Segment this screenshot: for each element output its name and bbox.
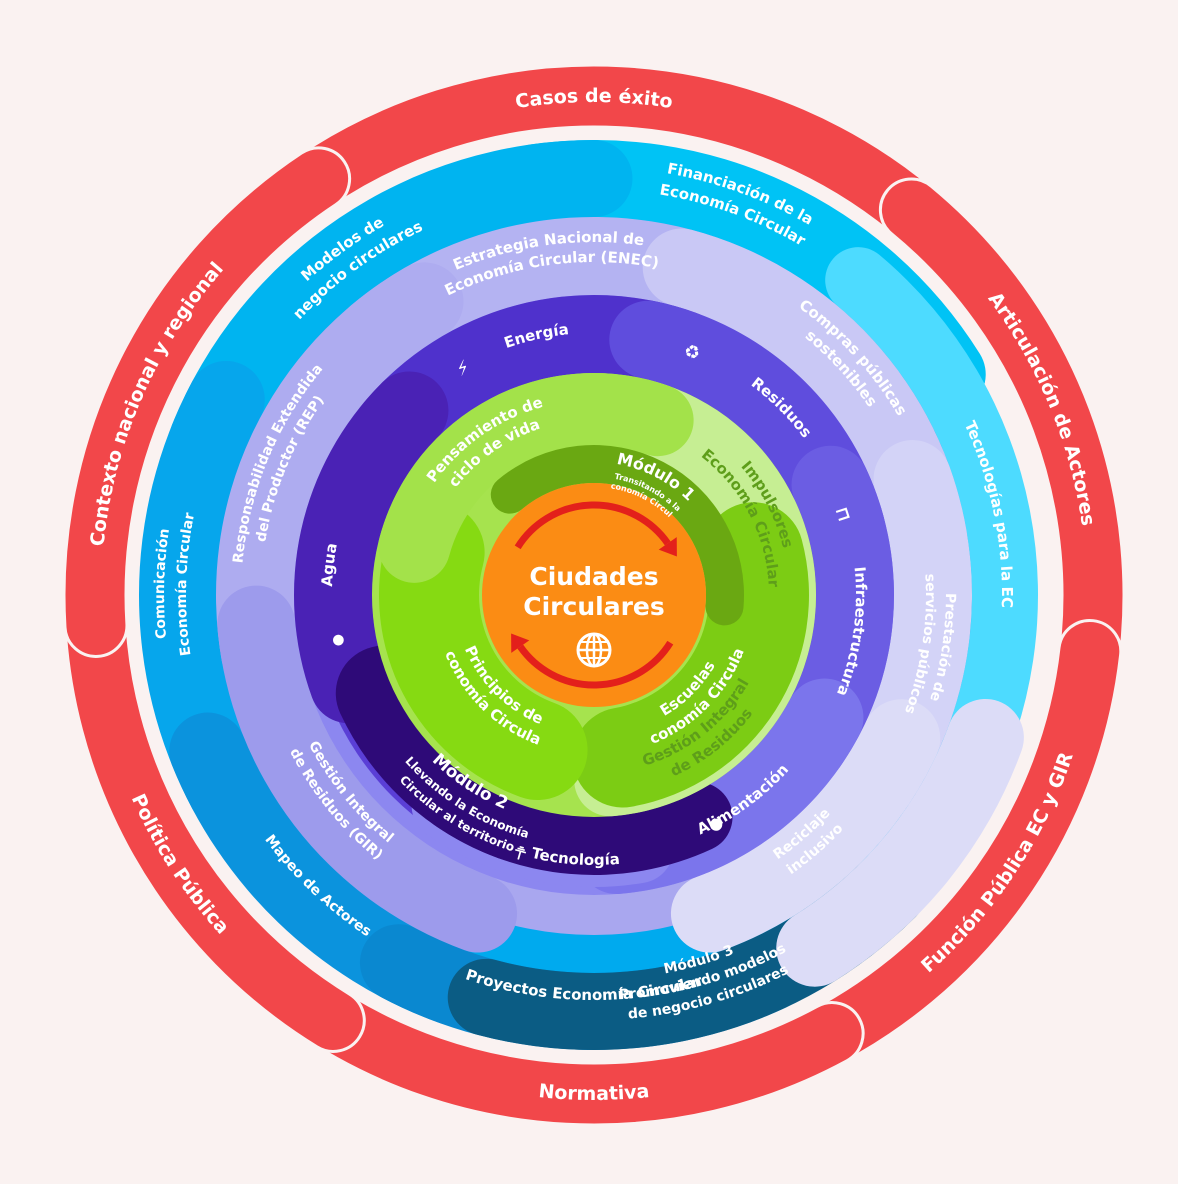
- green-segment-escuelas[interactable]: [572, 502, 809, 808]
- core-title-line2: Circulares: [523, 592, 664, 621]
- arrow-head: [511, 633, 530, 653]
- core-circle[interactable]: [482, 483, 706, 707]
- lavender-segment-rep[interactable]: [216, 262, 464, 693]
- blue-segment-comunicacion[interactable]: [139, 360, 265, 830]
- blue-segment-tecnologias[interactable]: [825, 247, 1039, 821]
- green-segment-pensamiento[interactable]: [378, 373, 694, 583]
- purple-segment-agua[interactable]: [294, 371, 449, 724]
- lavender-segment-reciclaje[interactable]: [670, 699, 941, 953]
- outer-ring: [62, 63, 1126, 1127]
- cycle-arrows-icon: [511, 501, 677, 689]
- blue-segment-modulo3[interactable]: [447, 851, 927, 1050]
- bridge-icon: ⊓: [831, 504, 855, 524]
- blue-label-comunicacion-line: Comunicación: [152, 527, 173, 639]
- outer-label-normativa[interactable]: Normativa: [538, 1080, 651, 1105]
- blue-segment-pale: [776, 698, 1024, 987]
- outer-segment[interactable]: [62, 146, 351, 658]
- recycle-bin-icon: ♻: [681, 340, 704, 366]
- blue-segment-modelos[interactable]: [169, 140, 633, 478]
- arrow-top: [514, 501, 671, 550]
- arrow-bottom: [517, 640, 674, 689]
- globe-icon: [576, 632, 612, 668]
- water-drop-icon: ●: [329, 633, 347, 648]
- core-title-line1: Ciudades: [529, 562, 658, 591]
- green-segment-modulo1[interactable]: [490, 445, 744, 626]
- plug-icon: ⏚: [510, 841, 531, 864]
- purple-label-agua[interactable]: Agua: [318, 542, 341, 588]
- lavender-segment-gir[interactable]: [217, 585, 518, 953]
- arrow-head: [658, 537, 677, 557]
- blue-segment-financiacion[interactable]: [497, 139, 986, 413]
